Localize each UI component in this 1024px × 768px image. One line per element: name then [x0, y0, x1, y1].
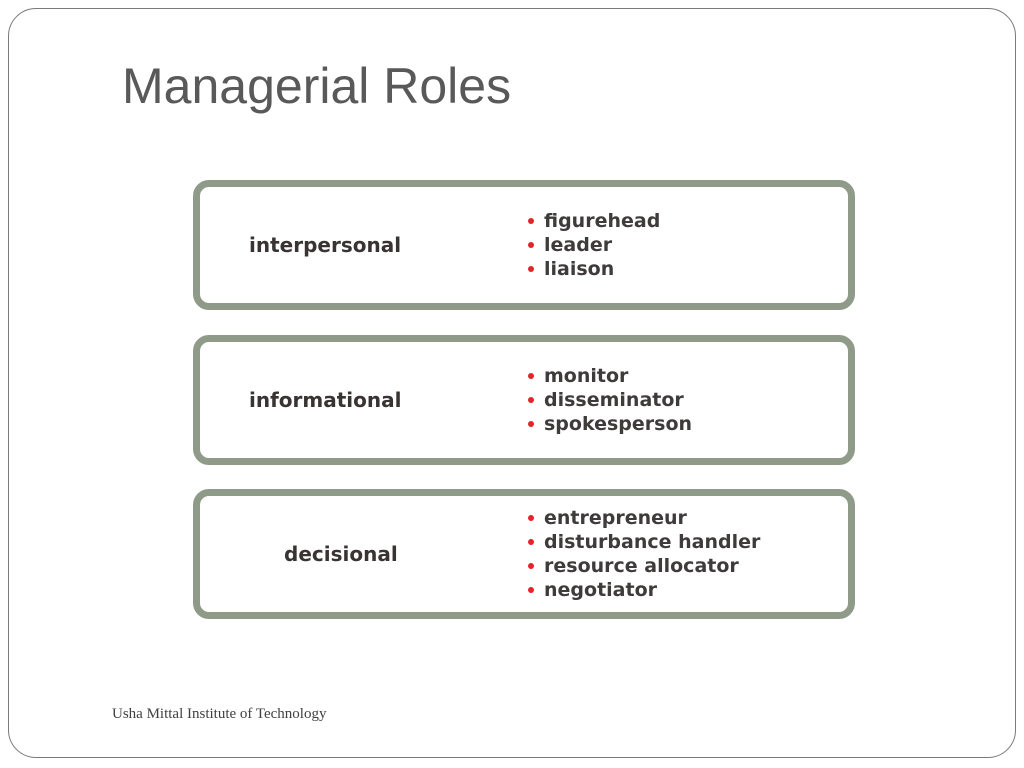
bullet-icon: [528, 515, 534, 521]
role-item-label: disturbance handler: [544, 531, 761, 553]
slide-footer: Usha Mittal Institute of Technology: [112, 706, 327, 722]
role-item-label: entrepreneur: [544, 507, 687, 529]
role-item-label: liaison: [544, 258, 615, 280]
bullet-icon: [528, 242, 534, 248]
bullet-icon: [528, 563, 534, 569]
role-name: interpersonal: [249, 233, 402, 257]
role-item-label: figurehead: [544, 210, 661, 232]
bullet-icon: [528, 421, 534, 427]
role-item-label: spokesperson: [544, 413, 693, 435]
role-item-label: leader: [544, 234, 613, 256]
role-item-label: negotiator: [544, 579, 657, 601]
bullet-icon: [528, 397, 534, 403]
role-list: monitor disseminator spokesperson: [528, 342, 692, 458]
bullet-icon: [528, 266, 534, 272]
bullet-icon: [528, 587, 534, 593]
role-name: decisional: [284, 542, 398, 566]
list-item: liaison: [528, 257, 660, 281]
bullet-icon: [528, 218, 534, 224]
role-name: informational: [249, 388, 402, 412]
list-item: negotiator: [528, 578, 760, 602]
role-list: figurehead leader liaison: [528, 187, 660, 303]
role-item-label: disseminator: [544, 389, 684, 411]
list-item: leader: [528, 233, 660, 257]
bullet-icon: [528, 539, 534, 545]
list-item: spokesperson: [528, 412, 692, 436]
role-item-label: monitor: [544, 365, 629, 387]
list-item: disturbance handler: [528, 530, 760, 554]
list-item: figurehead: [528, 209, 660, 233]
role-list: entrepreneur disturbance handler resourc…: [528, 496, 760, 612]
slide-title: Managerial Roles: [122, 58, 512, 114]
list-item: entrepreneur: [528, 506, 760, 530]
role-box-interpersonal: interpersonal figurehead leader liaison: [193, 180, 855, 310]
role-item-label: resource allocator: [544, 555, 739, 577]
list-item: disseminator: [528, 388, 692, 412]
role-box-informational: informational monitor disseminator spoke…: [193, 335, 855, 465]
bullet-icon: [528, 373, 534, 379]
list-item: resource allocator: [528, 554, 760, 578]
role-box-decisional: decisional entrepreneur disturbance hand…: [193, 489, 855, 619]
list-item: monitor: [528, 364, 692, 388]
